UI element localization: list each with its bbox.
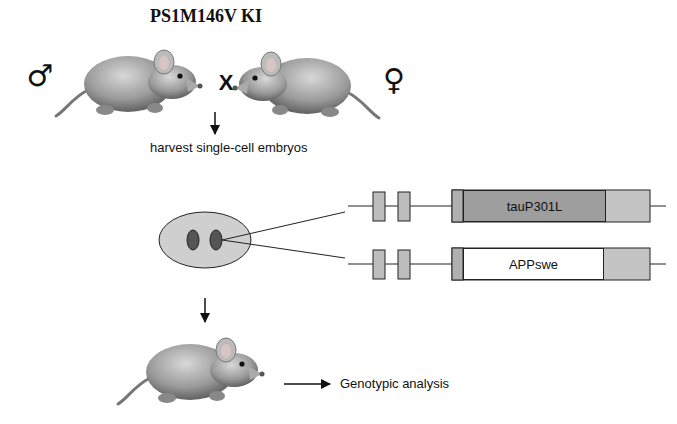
app-construct <box>348 248 666 280</box>
male-symbol: ♂ <box>27 58 54 93</box>
male-mouse <box>56 50 203 116</box>
step-label: Genotypic analysis <box>340 376 449 391</box>
arrow <box>284 383 330 385</box>
female-symbol: ♀ <box>383 62 405 97</box>
gene-segment: tauP301L <box>463 190 606 222</box>
pronucleus <box>210 230 222 250</box>
female-mouse <box>233 52 380 118</box>
injection-line <box>222 212 345 240</box>
tau-construct <box>348 190 666 222</box>
gene-label: APPswe <box>509 257 558 272</box>
strain-title: PS1M146V KI <box>150 6 262 27</box>
pronucleus <box>187 230 199 250</box>
injection-line <box>222 240 345 258</box>
gene-segment: APPswe <box>463 248 604 280</box>
arrow <box>214 112 216 134</box>
offspring-mouse <box>118 338 265 404</box>
arrow <box>204 298 206 322</box>
cross-symbol: X <box>219 70 234 96</box>
embryo <box>159 212 251 268</box>
step-label: harvest single-cell embryos <box>150 140 308 155</box>
gene-label: tauP301L <box>507 199 563 214</box>
